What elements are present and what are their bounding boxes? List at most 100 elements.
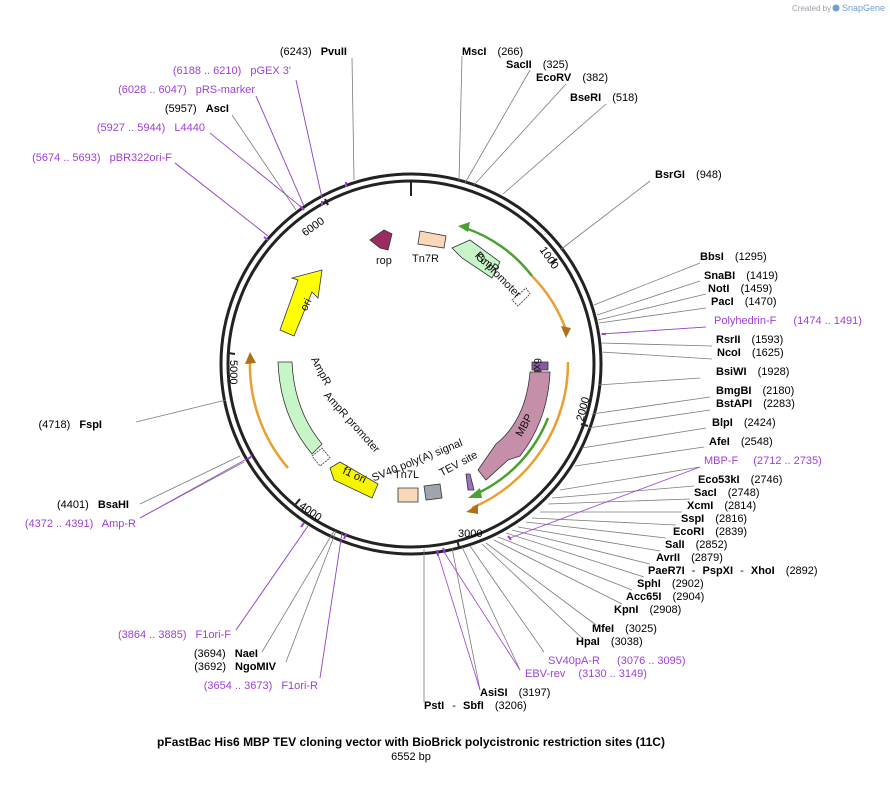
svg-text:(6028 .. 6047) pRS-marke: (6028 .. 6047) pRS-marker xyxy=(118,84,255,96)
site-ebv-rev-pos: (3130 .. 3149) xyxy=(578,668,647,680)
site-polyhedrin-f-name: Polyhedrin-F xyxy=(714,315,777,327)
feature-ampr[interactable]: AmpR xyxy=(277,355,333,455)
site-msci[interactable]: MscI (266) xyxy=(462,46,523,58)
site-ecorv-name: EcoRV xyxy=(536,72,572,84)
site-rsrii-pos: (1593) xyxy=(752,334,784,346)
site-ecori[interactable]: EcoRI (2839) xyxy=(673,526,747,538)
site-amp-r[interactable]: (4372 .. 4391) Amp-R xyxy=(25,518,136,530)
svg-text:(4718) FspI: (4718) FspI xyxy=(39,419,102,431)
site-kpni[interactable]: KpnI (2908) xyxy=(614,604,681,616)
site-sspi[interactable]: SspI (2816) xyxy=(681,513,747,525)
site-mfei[interactable]: MfeI (3025) xyxy=(592,623,657,635)
site-hpai[interactable]: HpaI (3038) xyxy=(576,636,643,648)
tick-mark-1000 xyxy=(550,258,558,264)
feature-ori[interactable]: ori xyxy=(279,269,323,337)
site-f1ori-r[interactable]: (3654 .. 3673) F1ori-R xyxy=(204,680,318,692)
site-sv40pa-r-name: SV40pA-R xyxy=(548,655,600,667)
site-ebv-rev[interactable]: EBV-rev (3130 .. 3149) xyxy=(525,668,647,680)
site-paci[interactable]: PacI (1470) xyxy=(711,296,777,308)
site-ecorv[interactable]: EcoRV (382) xyxy=(536,72,608,84)
tick-5000: 5000 xyxy=(227,360,239,384)
site-bstapi-name: BstAPI xyxy=(716,398,752,410)
svg-text:MBP-F (2712 .. 2735): MBP-F (2712 .. 2735) xyxy=(704,455,822,467)
site-bsrgi-pos: (948) xyxy=(696,169,722,181)
site-asisi-pos: (3197) xyxy=(519,687,551,699)
site-psti[interactable]: PstI - SbfI (3206) xyxy=(424,700,527,712)
site-ebv-rev-name: EBV-rev xyxy=(525,668,566,680)
site-mbp-f[interactable]: MBP-F (2712 .. 2735) xyxy=(704,455,822,467)
feature-tn7l[interactable]: Tn7L xyxy=(394,469,419,503)
svg-text:Eco53kI (2746): Eco53kI (2746) xyxy=(698,474,782,486)
svg-text:(6188 .. 6210) pGEX 3': (6188 .. 6210) pGEX 3' xyxy=(173,65,291,77)
site-snabi[interactable]: SnaBI (1419) xyxy=(704,270,778,282)
site-xcmi[interactable]: XcmI (2814) xyxy=(687,500,756,512)
site-sacii[interactable]: SacII (325) xyxy=(506,59,568,71)
backbone-outer xyxy=(219,172,603,556)
svg-text:PstI - SbfI: PstI - SbfI (3206) xyxy=(424,700,527,712)
feature-rop-label: rop xyxy=(376,255,392,267)
feature-ampr-promoter[interactable]: AmpR promoter xyxy=(311,390,382,467)
site-ncoi[interactable]: NcoI (1625) xyxy=(717,347,784,359)
site-asisi[interactable]: AsiSI (3197) xyxy=(480,687,550,699)
site-acc65i[interactable]: Acc65I (2904) xyxy=(626,591,704,603)
site-sacii-pos: (325) xyxy=(543,59,569,71)
site-bmgbi[interactable]: BmgBI (2180) xyxy=(716,385,794,397)
svg-text:EcoRV (382): EcoRV (382) xyxy=(536,72,608,84)
site-ngomiv[interactable]: (3692) NgoMIV xyxy=(194,661,276,673)
svg-text:BbsI (1295): BbsI (1295) xyxy=(700,251,767,263)
site-l4440-name: L4440 xyxy=(174,122,205,134)
site-sphi[interactable]: SphI (2902) xyxy=(637,578,704,590)
site-pgex3[interactable]: (6188 .. 6210) pGEX 3' xyxy=(173,65,291,77)
site-bsrgi[interactable]: BsrGI (948) xyxy=(655,169,722,181)
feature-rop[interactable]: rop xyxy=(369,229,393,267)
site-bbsi[interactable]: BbsI (1295) xyxy=(700,251,767,263)
feature-tn7r[interactable]: Tn7R xyxy=(412,230,447,265)
map-title: pFastBac His6 MBP TEV cloning vector wit… xyxy=(157,735,665,749)
feature-tn7r-label: Tn7R xyxy=(412,253,439,265)
arc-gmr-arrowhead xyxy=(458,222,470,232)
scale-ticks xyxy=(227,198,589,548)
site-polyhedrin-f[interactable]: Polyhedrin-F (1474 .. 1491) xyxy=(714,315,862,327)
site-saci[interactable]: SacI (2748) xyxy=(694,487,760,499)
site-bstapi-pos: (2283) xyxy=(763,398,795,410)
site-prs-marker[interactable]: (6028 .. 6047) pRS-marker xyxy=(118,84,255,96)
site-blpi-pos: (2424) xyxy=(744,417,776,429)
site-sv40pa-r-pos: (3076 .. 3095) xyxy=(617,655,686,667)
site-pgex3-pos: (6188 .. 6210) xyxy=(173,65,242,77)
site-fspi[interactable]: (4718) FspI xyxy=(39,419,102,431)
tick-mark-5000 xyxy=(227,352,236,355)
site-eco53ki[interactable]: Eco53kI (2746) xyxy=(698,474,782,486)
site-afei[interactable]: AfeI (2548) xyxy=(709,436,773,448)
site-pvuii[interactable]: (6243) PvuII xyxy=(280,46,347,58)
orf-arc-ampr xyxy=(248,359,289,469)
site-naei[interactable]: (3694) NaeI xyxy=(194,648,258,660)
site-rsrii[interactable]: RsrII (1593) xyxy=(716,334,783,346)
site-bsahi[interactable]: (4401) BsaHI xyxy=(57,499,129,511)
feature-f1ori[interactable]: f1 ori xyxy=(329,461,379,499)
site-afei-name: AfeI xyxy=(709,436,730,448)
site-asci[interactable]: (5957) AscI xyxy=(165,103,229,115)
site-snabi-name: SnaBI xyxy=(704,270,735,282)
svg-text:SspI (2816): SspI (2816) xyxy=(681,513,747,525)
feature-tn7l-label: Tn7L xyxy=(394,469,419,481)
site-bseri[interactable]: BseRI (518) xyxy=(570,92,638,104)
site-l4440[interactable]: (5927 .. 5944) L4440 xyxy=(97,122,205,134)
site-sspi-pos: (2816) xyxy=(715,513,747,525)
site-sali[interactable]: SalI (2852) xyxy=(665,539,727,551)
site-avrii[interactable]: AvrII (2879) xyxy=(656,552,723,564)
site-f1ori-r-name: F1ori-R xyxy=(281,680,318,692)
feature-pc-promoter[interactable]: Pc promoter xyxy=(472,250,531,307)
feature-mbp[interactable]: MBP xyxy=(477,371,551,481)
site-noti[interactable]: NotI (1459) xyxy=(708,283,772,295)
site-bsiwi[interactable]: BsiWI (1928) xyxy=(716,366,789,378)
site-bstapi[interactable]: BstAPI (2283) xyxy=(716,398,795,410)
site-paer7i[interactable]: PaeR7I - PspXI - XhoI (2892) xyxy=(648,565,818,577)
site-f1ori-f[interactable]: (3864 .. 3885) F1ori-F xyxy=(118,629,231,641)
site-blpi[interactable]: BlpI (2424) xyxy=(712,417,776,429)
svg-text:(4401) BsaHI: (4401) BsaHI xyxy=(57,499,129,511)
site-sv40pa-r[interactable]: SV40pA-R (3076 .. 3095) xyxy=(548,655,686,667)
site-pbr322ori-f[interactable]: (5674 .. 5693) pBR322ori-F xyxy=(32,152,172,164)
feature-ampr-label: AmpR xyxy=(308,355,333,388)
site-bmgbi-name: BmgBI xyxy=(716,385,751,397)
